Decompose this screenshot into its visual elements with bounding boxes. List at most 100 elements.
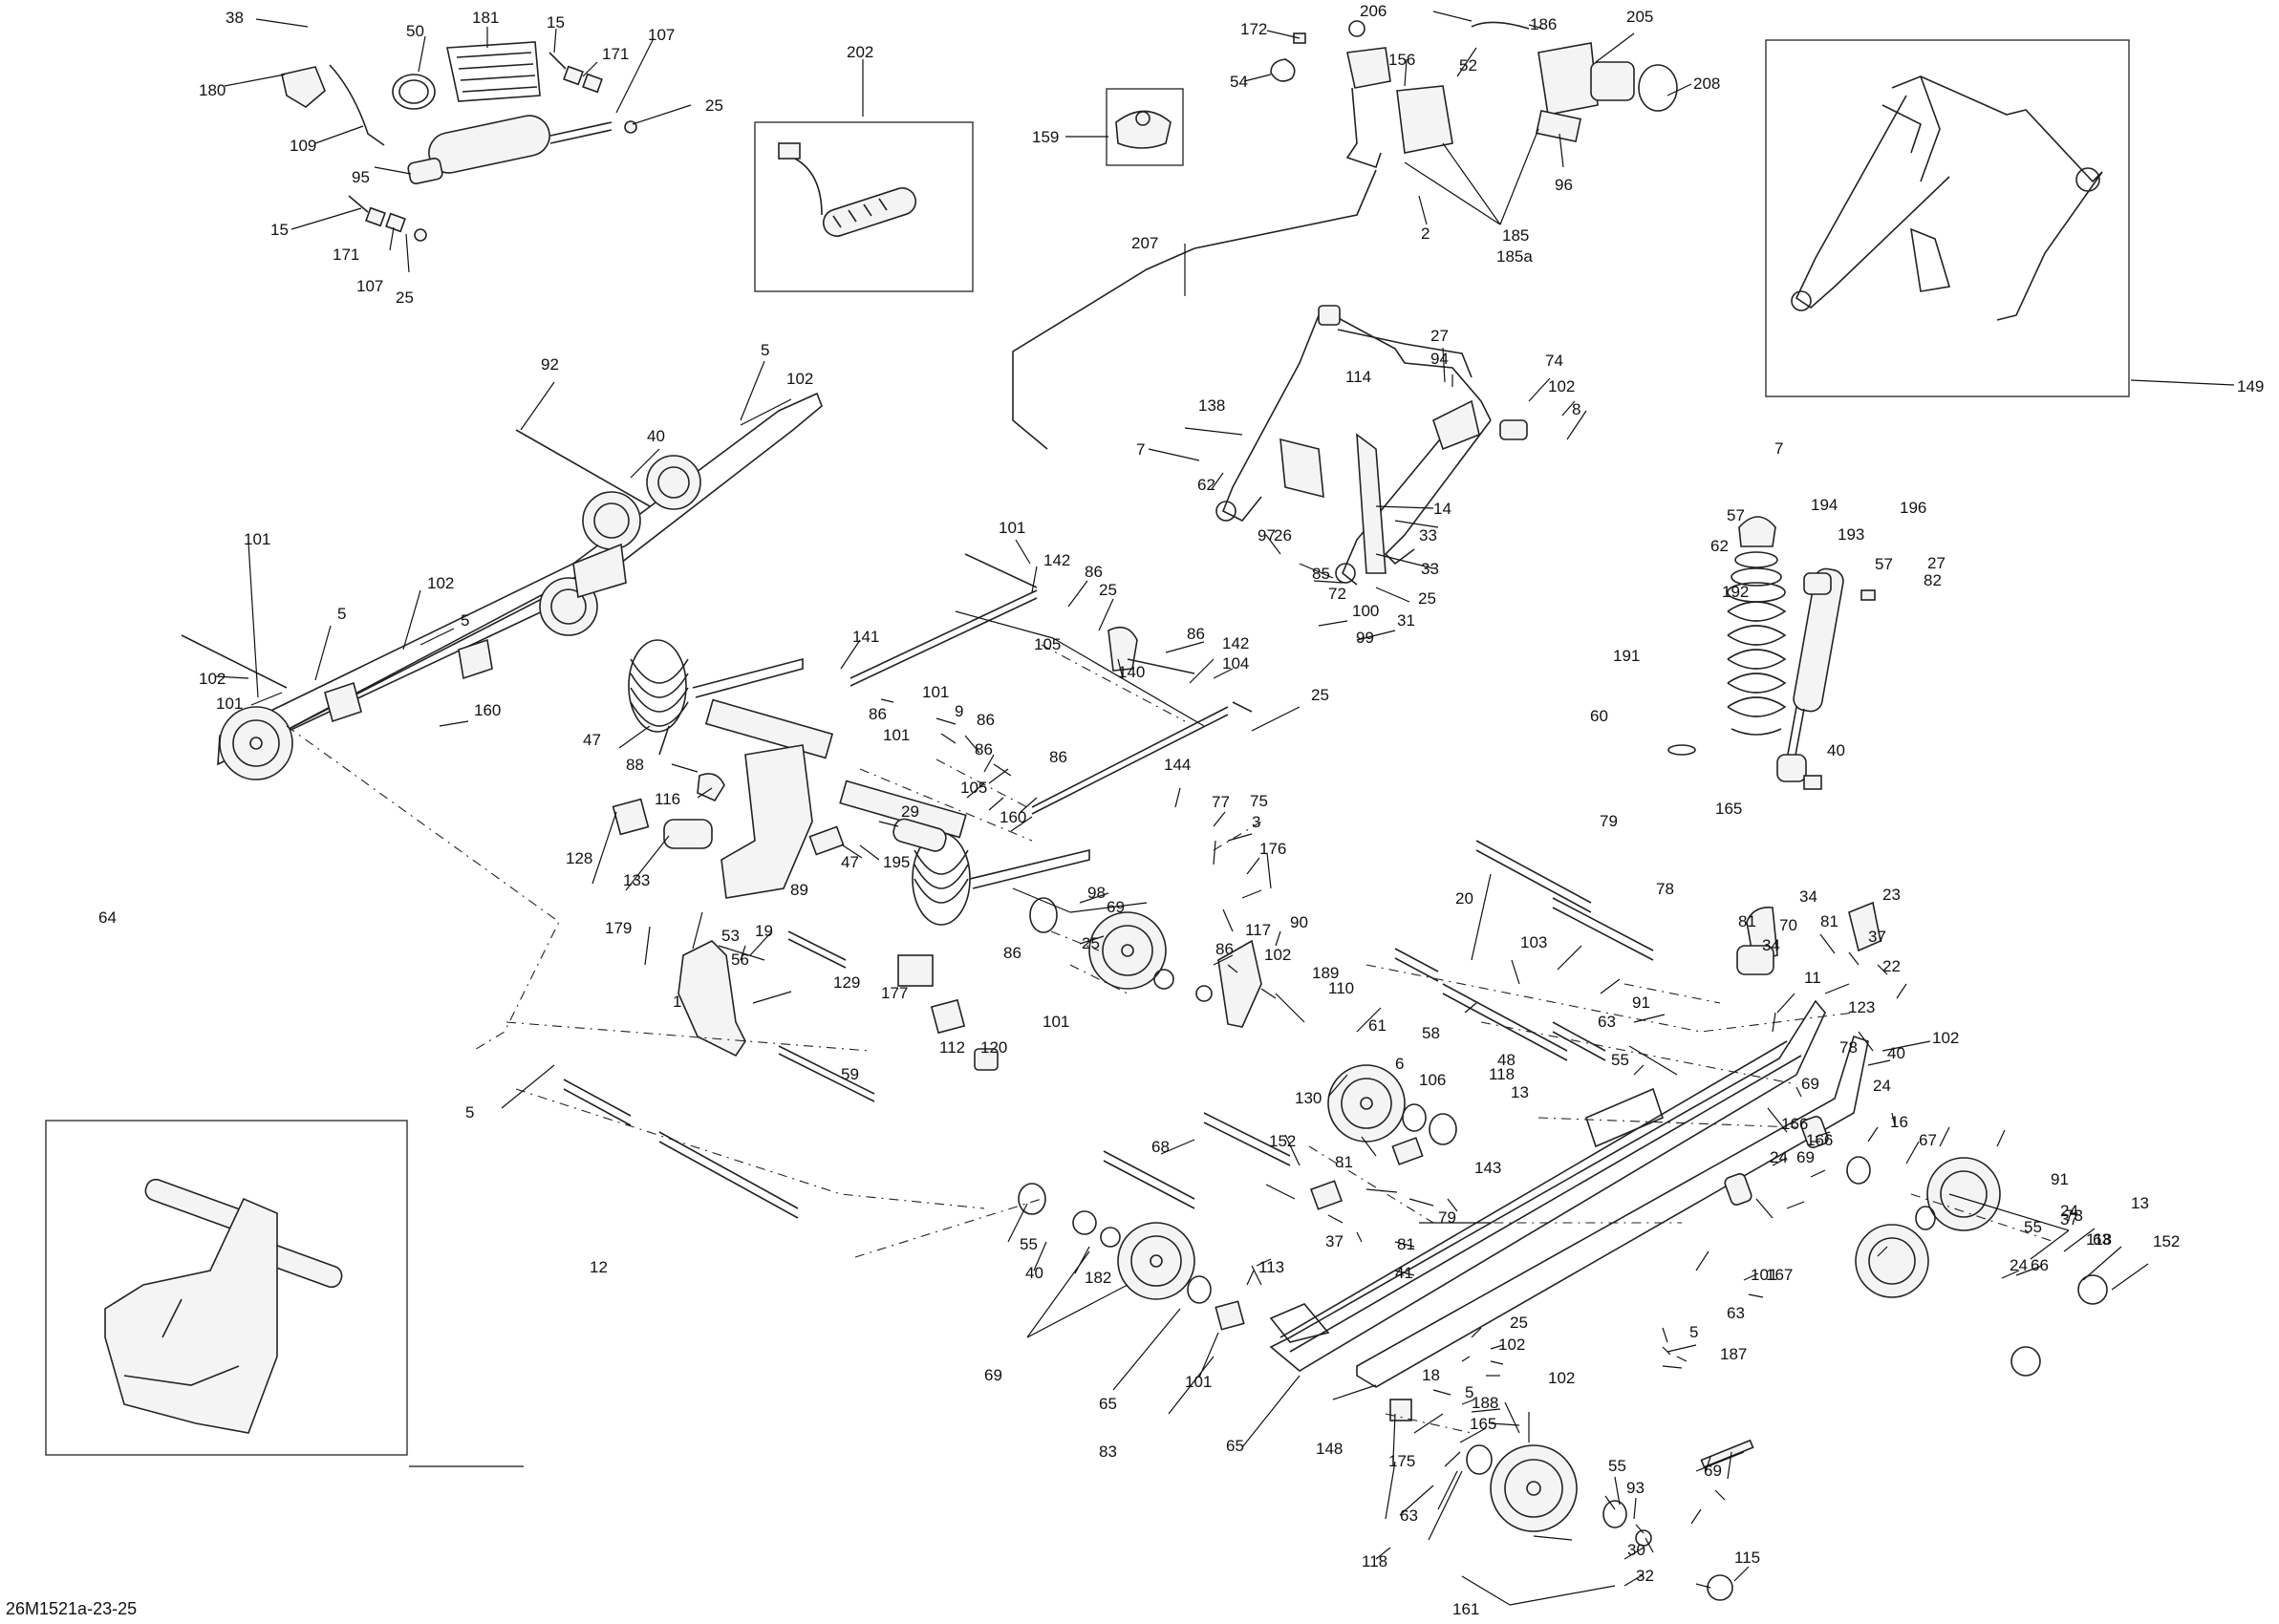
- callout: 185a: [1496, 247, 1533, 266]
- callout: 206: [1360, 2, 1387, 20]
- callout: 66: [2031, 1256, 2049, 1274]
- callout: 177: [881, 984, 908, 1002]
- callout: 67: [1919, 1131, 1937, 1149]
- callout: 34: [1762, 936, 1780, 954]
- callout: 186: [1530, 15, 1557, 33]
- callout: 12: [590, 1258, 608, 1276]
- callout: 91: [2051, 1170, 2069, 1188]
- callout: 166: [1806, 1131, 1833, 1149]
- callout: 133: [623, 871, 650, 889]
- callout: 5: [337, 605, 346, 623]
- callout: 182: [1085, 1269, 1111, 1287]
- inset-202-shock: [778, 142, 917, 237]
- callout: 5: [465, 1103, 474, 1122]
- callout: 40: [1887, 1044, 1905, 1062]
- callout: 41: [1395, 1264, 1413, 1282]
- callout: 86: [975, 740, 993, 759]
- callout: 54: [1230, 73, 1248, 91]
- callout: 34: [1799, 887, 1817, 906]
- callout: 26: [1274, 526, 1292, 545]
- callout: 118: [1362, 1552, 1387, 1571]
- callout: 152: [2153, 1232, 2180, 1250]
- callout: 65: [1226, 1437, 1244, 1455]
- callout: 181: [472, 9, 499, 27]
- callout: 13: [2131, 1194, 2149, 1212]
- callout: 25: [705, 96, 723, 115]
- callout: 140: [1118, 663, 1145, 681]
- callout: 33: [1421, 560, 1439, 578]
- cable-207: [1012, 169, 1377, 450]
- callout: 62: [1197, 476, 1215, 494]
- callout: 196: [1900, 499, 1926, 517]
- callout: 78: [1656, 880, 1674, 898]
- link-rods: [849, 553, 1253, 815]
- callout: 65: [1099, 1395, 1117, 1413]
- callout: 160: [1000, 808, 1026, 826]
- callout: 96: [1555, 176, 1573, 194]
- callout: 179: [605, 919, 632, 937]
- inset-159-sensor: [1115, 110, 1172, 149]
- callout: 55: [1608, 1457, 1626, 1475]
- callout: 30: [1627, 1541, 1645, 1559]
- cross-shafts: [563, 840, 1654, 1219]
- callout: 8: [1572, 400, 1580, 418]
- callout: 98: [1087, 884, 1106, 902]
- callout: 100: [1352, 602, 1379, 620]
- callout: 19: [755, 922, 773, 940]
- callout: 172: [1240, 20, 1267, 38]
- callout: 107: [356, 277, 383, 295]
- callout: 143: [1474, 1159, 1501, 1177]
- callout: 93: [1626, 1479, 1645, 1497]
- callout: 129: [833, 973, 860, 992]
- callout: 94: [1430, 350, 1449, 368]
- callout: 63: [1400, 1506, 1418, 1525]
- callout: 69: [984, 1366, 1002, 1384]
- callout: 24: [2060, 1202, 2078, 1220]
- callout: 24: [1770, 1148, 1788, 1166]
- callout: 102: [1548, 377, 1575, 395]
- callout: 86: [1085, 563, 1103, 581]
- rear-mount-blocks: [1736, 901, 1881, 975]
- callout: 5: [1465, 1383, 1473, 1401]
- callout: 53: [721, 927, 740, 945]
- inset-box-159: [1106, 88, 1184, 166]
- callout: 180: [199, 81, 226, 99]
- callout: 14: [1433, 500, 1451, 518]
- callout: 32: [1636, 1567, 1654, 1585]
- callout: 56: [731, 951, 749, 969]
- callout: 106: [1419, 1071, 1446, 1089]
- callout: 104: [1222, 654, 1249, 673]
- callout: 37: [2060, 1210, 2078, 1229]
- callout: 167: [1766, 1266, 1793, 1284]
- callout: 90: [1290, 913, 1308, 931]
- callout: 81: [1820, 912, 1838, 930]
- callout: 102: [1264, 946, 1291, 964]
- callout: 195: [883, 853, 910, 871]
- callout: 185: [1502, 226, 1529, 245]
- callout: 81: [1397, 1235, 1415, 1253]
- callout: 86: [1003, 944, 1021, 962]
- top-center-solenoid-group: [1270, 20, 1678, 169]
- callout: 31: [1397, 611, 1415, 630]
- callout: 101: [883, 726, 910, 744]
- callout: 207: [1131, 234, 1158, 252]
- callout: 63: [1727, 1304, 1745, 1322]
- callout: 7: [1774, 439, 1783, 458]
- inset-box-149: [1765, 39, 2130, 397]
- callout: 112: [939, 1038, 965, 1057]
- callout: 61: [1368, 1016, 1387, 1035]
- callout: 102: [1548, 1369, 1575, 1387]
- callout: 37: [1325, 1232, 1344, 1250]
- callout: 166: [1781, 1115, 1808, 1133]
- left-rail-assembly: [181, 392, 823, 780]
- callout: 77: [1212, 793, 1230, 811]
- callout: 23: [1882, 886, 1901, 904]
- callout: 74: [1545, 352, 1563, 370]
- callout: 15: [547, 13, 565, 32]
- callout: 110: [1328, 979, 1354, 997]
- callout: 27: [1430, 327, 1449, 345]
- callout: 3: [1252, 813, 1260, 831]
- callout: 55: [1020, 1235, 1038, 1253]
- callout: 115: [1734, 1549, 1760, 1567]
